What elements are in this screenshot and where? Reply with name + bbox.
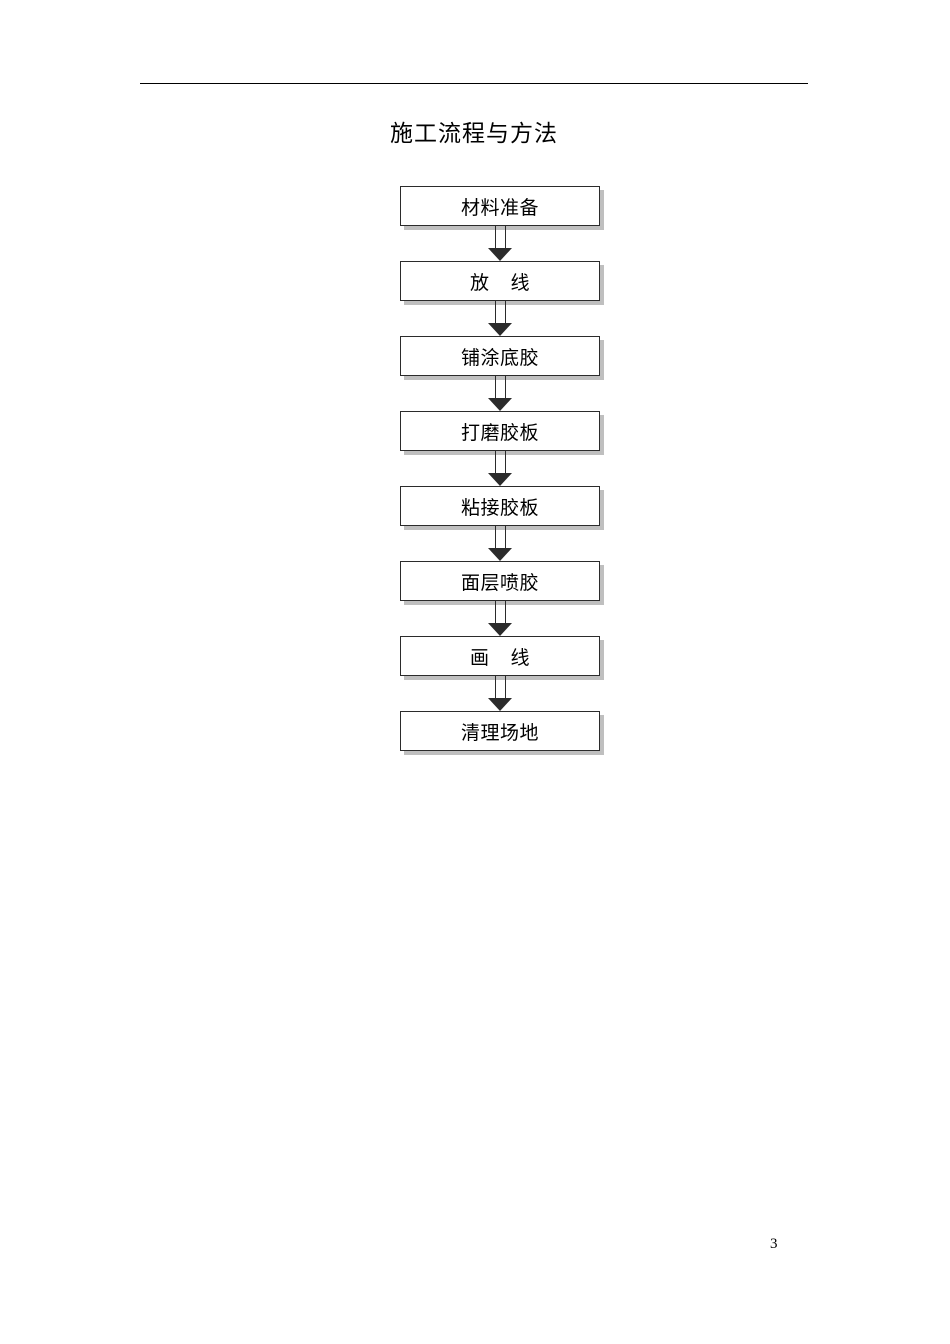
arrow-head-down-icon xyxy=(488,473,512,486)
flow-node-label: 粘接胶板 xyxy=(460,497,539,519)
flow-node-7: 画 线 xyxy=(400,636,600,676)
arrow-shaft-left xyxy=(495,226,496,251)
flow-connector-arrow-6 xyxy=(400,601,600,636)
flow-node-label: 放 线 xyxy=(469,272,530,294)
arrow-shaft-right xyxy=(505,601,506,626)
header-rule xyxy=(140,83,808,84)
flow-node-label: 铺涂底胶 xyxy=(460,347,539,369)
flow-node-1: 材料准备 xyxy=(400,186,600,226)
flow-node-2: 放 线 xyxy=(400,261,600,301)
arrow-shaft-left xyxy=(495,526,496,551)
page-number: 3 xyxy=(770,1236,778,1252)
arrow-shaft-left xyxy=(495,376,496,401)
flow-connector-arrow-2 xyxy=(400,301,600,336)
construction-process-flowchart: 材料准备 放 线 铺涂底胶 打磨胶板 粘接胶板 面层喷胶 xyxy=(400,186,610,751)
flow-node-3: 铺涂底胶 xyxy=(400,336,600,376)
arrow-head-down-icon xyxy=(488,623,512,636)
arrow-shaft-left xyxy=(495,301,496,326)
flow-node-label: 清理场地 xyxy=(460,722,539,744)
flow-node-label: 打磨胶板 xyxy=(460,422,539,444)
arrow-head-down-icon xyxy=(488,398,512,411)
flow-connector-arrow-3 xyxy=(400,376,600,411)
flow-node-label: 材料准备 xyxy=(460,197,539,219)
arrow-shaft-right xyxy=(505,526,506,551)
arrow-shaft-left xyxy=(495,676,496,701)
flow-connector-arrow-7 xyxy=(400,676,600,711)
flow-connector-arrow-4 xyxy=(400,451,600,486)
arrow-shaft-left xyxy=(495,451,496,476)
flow-node-label: 画 线 xyxy=(469,647,530,669)
arrow-head-down-icon xyxy=(488,548,512,561)
flow-node-label: 面层喷胶 xyxy=(460,572,539,594)
flow-node-4: 打磨胶板 xyxy=(400,411,600,451)
flow-node-6: 面层喷胶 xyxy=(400,561,600,601)
arrow-shaft-right xyxy=(505,676,506,701)
arrow-shaft-right xyxy=(505,451,506,476)
arrow-shaft-right xyxy=(505,376,506,401)
arrow-shaft-left xyxy=(495,601,496,626)
flow-node-8: 清理场地 xyxy=(400,711,600,751)
arrow-head-down-icon xyxy=(488,323,512,336)
flow-connector-arrow-1 xyxy=(400,226,600,261)
flow-connector-arrow-5 xyxy=(400,526,600,561)
page-title: 施工流程与方法 xyxy=(390,121,558,146)
arrow-shaft-right xyxy=(505,301,506,326)
arrow-head-down-icon xyxy=(488,698,512,711)
arrow-shaft-right xyxy=(505,226,506,251)
flow-node-5: 粘接胶板 xyxy=(400,486,600,526)
arrow-head-down-icon xyxy=(488,248,512,261)
